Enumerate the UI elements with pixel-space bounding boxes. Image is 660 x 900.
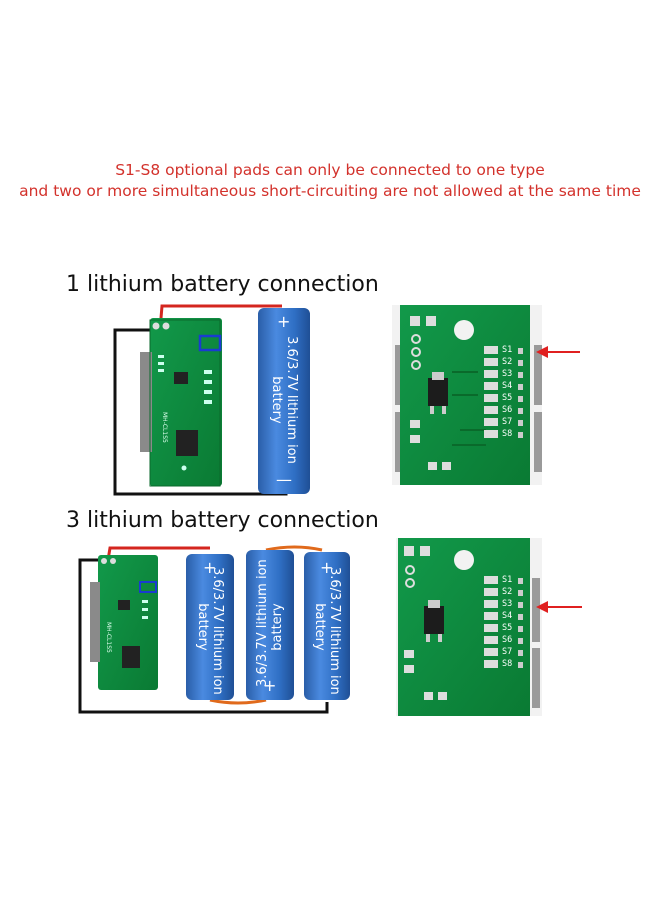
section-title-1-battery: 1 lithium battery connection	[66, 272, 379, 297]
display-module-3	[90, 555, 158, 690]
notice-text: S1-S8 optional pads can only be connecte…	[0, 160, 660, 202]
battery-3c-label: 3.6/3.7V lithium ion battery	[312, 567, 342, 695]
display-module-1	[140, 318, 222, 487]
pad-label-s1-b: S1	[502, 575, 513, 585]
pad-label-s2-a: S2	[502, 357, 513, 367]
battery-3b-label-line1: 3.6/3.7V lithium ion	[255, 559, 270, 687]
battery-1-minus: —	[276, 470, 292, 489]
bridge-wire-2	[265, 545, 323, 552]
battery-1-label: 3.6/3.7V lithium ion battery	[269, 335, 299, 465]
pad-label-s3-a: S3	[502, 369, 513, 379]
pad-label-s2-b: S2	[502, 587, 513, 597]
pad-label-s7-a: S7	[502, 417, 513, 427]
battery-1-plus: +	[277, 312, 291, 331]
battery-3c-label-line2: battery	[312, 603, 327, 651]
pad-label-s8-b: S8	[502, 659, 513, 669]
module-3-silk: MH-CL1S5	[105, 622, 112, 653]
pad-label-s4-a: S4	[502, 381, 513, 391]
pad-label-s8-a: S8	[502, 429, 513, 439]
battery-3a-label-line2: battery	[195, 603, 210, 651]
module-1-silk: MH-CL1S5	[161, 412, 168, 443]
pad-label-s7-b: S7	[502, 647, 513, 657]
battery-1-label-line2: battery	[269, 376, 284, 424]
pad-label-s6-a: S6	[502, 405, 513, 415]
notice-line-1: S1-S8 optional pads can only be connecte…	[115, 161, 545, 179]
battery-3c	[304, 552, 350, 700]
pad-label-s4-b: S4	[502, 611, 513, 621]
pad-label-s6-b: S6	[502, 635, 513, 645]
battery-3b-plus: +	[263, 676, 277, 695]
notice-line-2: and two or more simultaneous short-circu…	[19, 182, 641, 200]
battery-1	[258, 308, 310, 494]
section-title-3-battery: 3 lithium battery connection	[66, 508, 379, 533]
arrow-pointer-3	[536, 601, 582, 613]
arrow-pointer-1	[536, 346, 580, 358]
battery-3a-label-line1: 3.6/3.7V lithium ion	[210, 567, 225, 695]
pad-label-s1-a: S1	[502, 345, 513, 355]
black-wire-3	[78, 558, 329, 714]
pcb-closeup-3	[396, 538, 542, 716]
battery-3a	[186, 554, 234, 700]
pad-label-s5-b: S5	[502, 623, 513, 633]
pad-label-s5-a: S5	[502, 393, 513, 403]
battery-3c-plus: +	[320, 558, 334, 577]
bridge-wire-1	[209, 698, 267, 705]
battery-3a-label: 3.6/3.7V lithium ion battery	[195, 567, 225, 695]
battery-1-label-line1: 3.6/3.7V lithium ion	[284, 336, 299, 464]
battery-3a-plus: +	[203, 558, 217, 577]
pad-label-s3-b: S3	[502, 599, 513, 609]
pcb-closeup-1	[392, 305, 542, 485]
battery-3b	[246, 550, 294, 700]
battery-3c-label-line1: 3.6/3.7V lithium ion	[327, 567, 342, 695]
battery-3b-label-line2: battery	[270, 603, 285, 651]
battery-3b-label: 3.6/3.7V lithium ion battery	[255, 559, 285, 687]
